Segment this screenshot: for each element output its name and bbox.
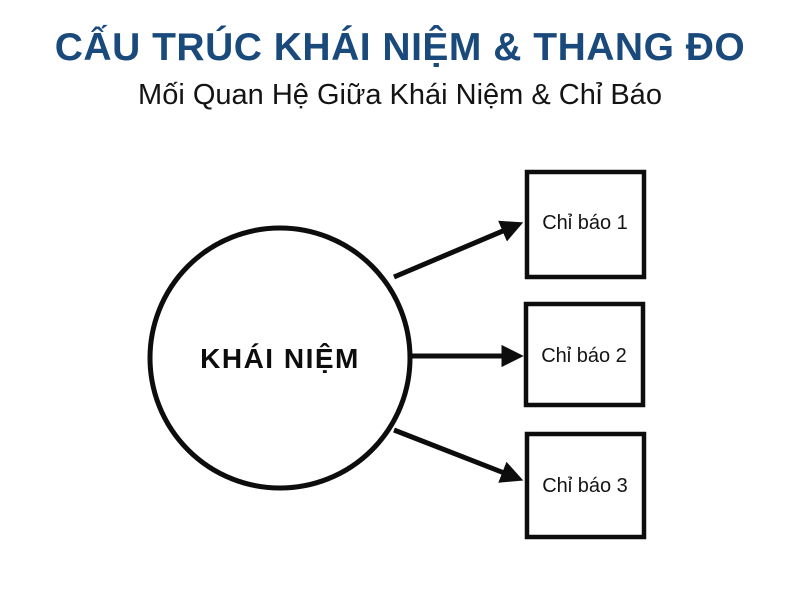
indicator-label-3: Chỉ báo 3 <box>542 475 628 497</box>
indicator-box-1 <box>524 169 647 280</box>
indicator-label-1: Chỉ báo 1 <box>542 212 628 234</box>
indicator-box-2 <box>523 301 646 408</box>
concept-circle <box>147 225 413 491</box>
arrow-concept-to-indicator-1 <box>393 220 524 280</box>
arrow-concept-to-indicator-3 <box>393 427 524 483</box>
concept-label: KHÁI NIỆM <box>200 343 360 374</box>
indicator-label-2: Chỉ báo 2 <box>541 345 627 367</box>
slide-title: CẤU TRÚC KHÁI NIỆM & THANG ĐO <box>54 26 746 69</box>
indicator-box-3 <box>524 431 647 540</box>
slide-subtitle: Mối Quan Hệ Giữa Khái Niệm & Chỉ Báo <box>138 79 662 111</box>
